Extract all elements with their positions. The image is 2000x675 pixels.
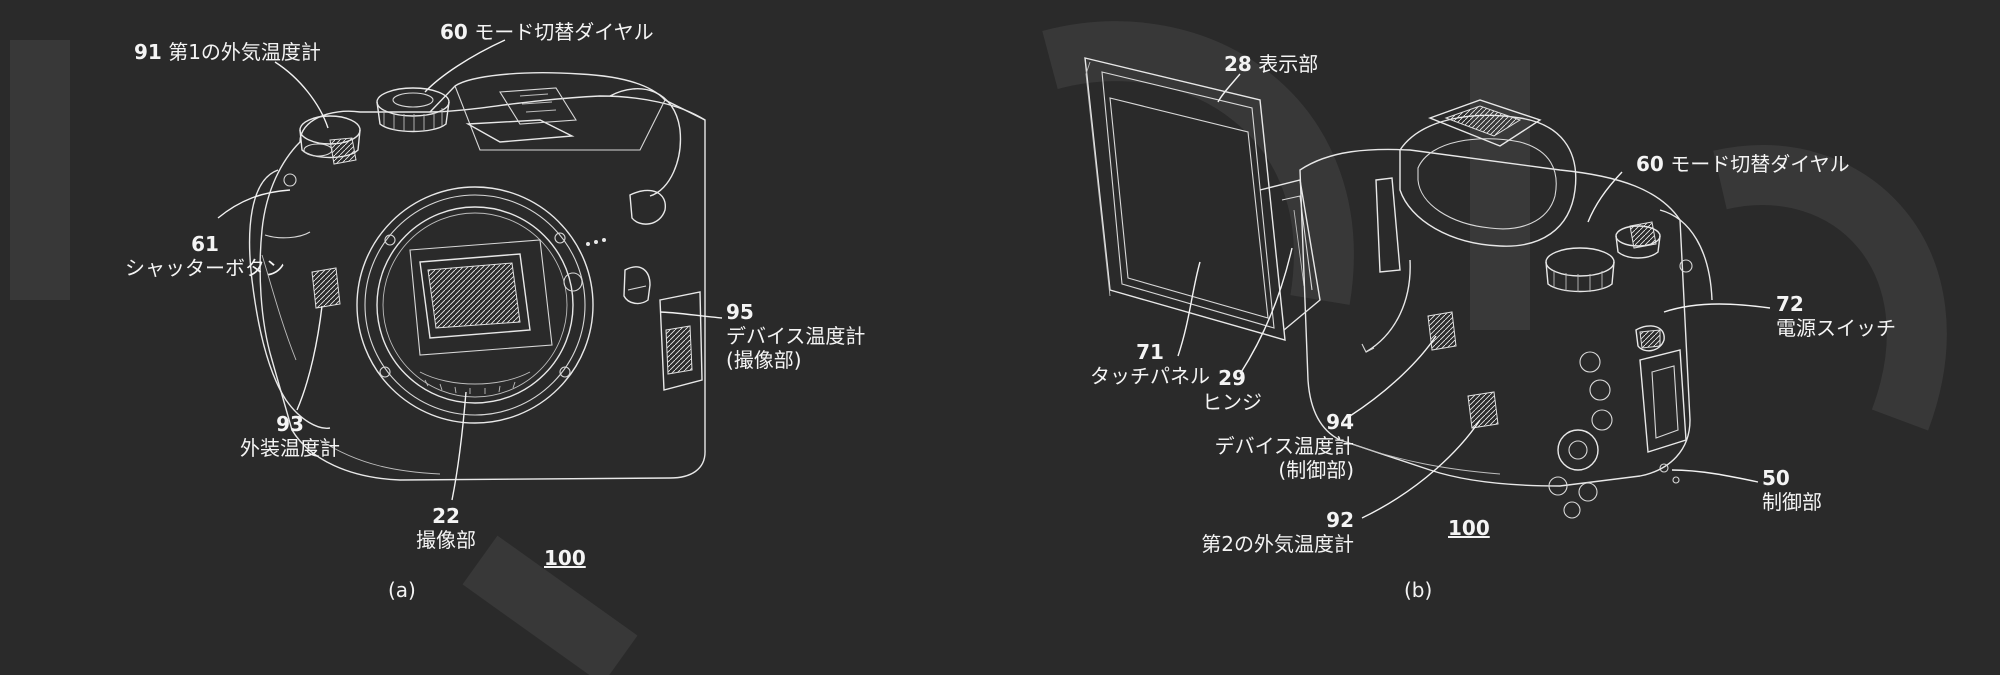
label-22-imaging-unit: 22 撮像部 — [416, 504, 476, 552]
label-29-hinge: 29 ヒンジ — [1202, 366, 1262, 414]
reference-100-b: 100 — [1448, 516, 1490, 540]
label-50-text: 制御部 — [1762, 490, 1822, 514]
label-91-number: 91 — [134, 40, 162, 64]
label-60a-mode-dial: 60 モード切替ダイヤル — [440, 20, 654, 44]
label-94-text2: (制御部) — [1278, 458, 1354, 482]
label-95-text: デバイス温度計 — [726, 324, 866, 348]
label-22-text: 撮像部 — [416, 528, 476, 552]
label-95-number: 95 — [726, 300, 754, 324]
label-28-number: 28 — [1224, 52, 1252, 76]
label-60a-text: モード切替ダイヤル — [474, 20, 654, 44]
label-22-number: 22 — [432, 504, 460, 528]
label-93-number: 93 — [276, 412, 304, 436]
label-92-number: 92 — [1326, 508, 1354, 532]
label-29-text: ヒンジ — [1202, 390, 1262, 414]
label-95-device-thermometer-imaging: 95 デバイス温度計 (撮像部) — [726, 300, 865, 372]
reference-100-a: 100 — [544, 546, 586, 570]
label-29-number: 29 — [1218, 366, 1246, 390]
label-50-control-unit: 50 制御部 — [1762, 466, 1822, 514]
label-50-number: 50 — [1762, 466, 1790, 490]
label-71-text: タッチパネル — [1090, 364, 1210, 388]
label-94-number: 94 — [1326, 410, 1354, 434]
label-72-power-switch: 72 電源スイッチ — [1776, 292, 1896, 340]
label-92-second-outside-thermometer: 92 第2の外気温度計 — [1201, 508, 1354, 556]
camera-front-drawing — [248, 72, 706, 481]
label-28-display-unit: 28 表示部 — [1224, 52, 1318, 76]
camera-rear-drawing — [1084, 57, 1713, 519]
label-91-text: 第1の外気温度計 — [168, 40, 321, 64]
label-60b-text: モード切替ダイヤル — [1670, 152, 1850, 176]
label-60b-number: 60 — [1636, 152, 1664, 176]
caption-a: (a) — [388, 578, 416, 602]
label-93-exterior-thermometer: 93 外装温度計 — [240, 412, 340, 460]
label-61-shutter-button: 61 シャッターボタン — [125, 232, 285, 280]
label-61-text: シャッターボタン — [125, 256, 285, 280]
label-72-number: 72 — [1776, 292, 1804, 316]
label-93-text: 外装温度計 — [240, 436, 340, 460]
leader-lines-b — [1177, 73, 1771, 519]
label-60a-number: 60 — [440, 20, 468, 44]
label-61-number: 61 — [191, 232, 219, 256]
label-28-text: 表示部 — [1258, 52, 1319, 76]
leader-lines-a — [217, 39, 723, 501]
label-92-text: 第2の外気温度計 — [1201, 532, 1354, 556]
caption-b: (b) — [1404, 578, 1433, 602]
label-60b-mode-dial: 60 モード切替ダイヤル — [1636, 152, 1850, 176]
label-94-text: デバイス温度計 — [1214, 434, 1354, 458]
watermark-shapes — [10, 21, 1947, 675]
label-71-touch-panel: 71 タッチパネル — [1090, 340, 1210, 388]
label-71-number: 71 — [1136, 340, 1164, 364]
label-91-first-outside-thermometer: 91 第1の外気温度計 — [134, 40, 321, 64]
label-94-device-thermometer-control: 94 デバイス温度計 (制御部) — [1215, 410, 1354, 482]
label-72-text: 電源スイッチ — [1776, 316, 1896, 340]
label-95-text2: (撮像部) — [726, 348, 802, 372]
